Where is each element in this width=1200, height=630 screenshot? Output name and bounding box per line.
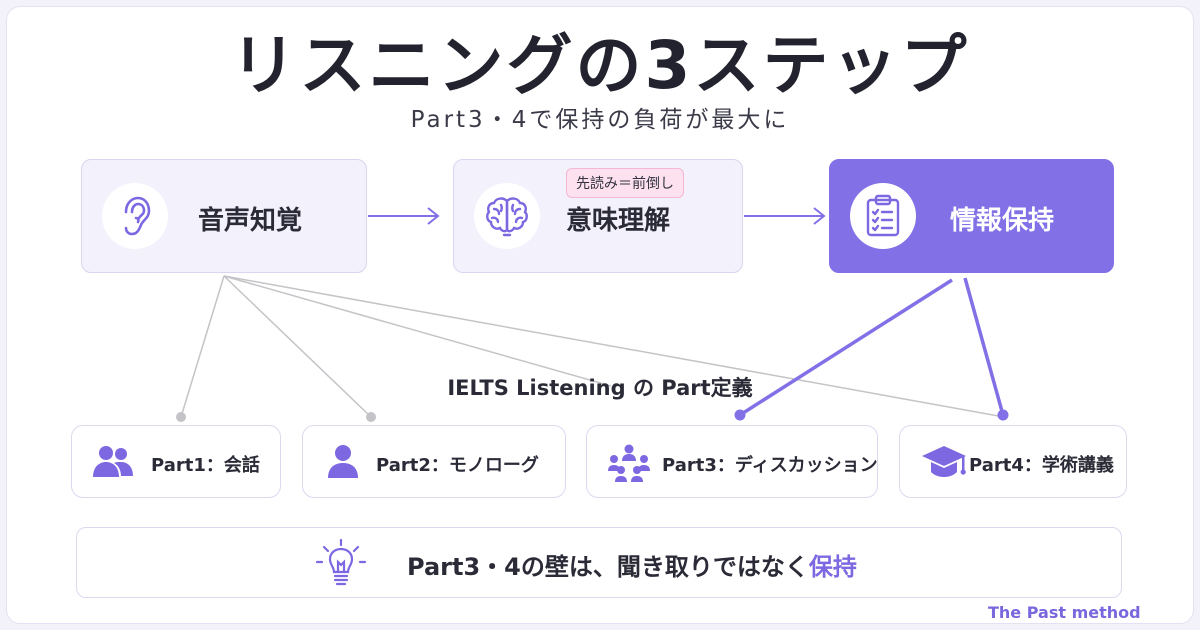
graduation-cap-icon: [922, 446, 966, 477]
part-label: Part2：モノローグ: [376, 455, 539, 476]
ear-icon: [124, 196, 151, 236]
step-icon-wrap: [102, 183, 168, 249]
connector-retention-part4: [963, 277, 1005, 416]
page-subtitle: Part3・4で保持の負荷が最大に: [410, 107, 790, 133]
step-comprehension: 先読み＝前倒し 意味理解: [453, 159, 743, 273]
step-perception: 音声知覚: [81, 159, 367, 273]
part-label: Part4：学術講義: [969, 455, 1114, 476]
connector-part3: [223, 275, 612, 387]
clipboard-icon: [866, 194, 900, 237]
lightbulb-icon: [315, 538, 367, 586]
arrowhead-step1-step2: [427, 207, 440, 225]
person-icon: [328, 445, 358, 478]
connector-dot-part1: [176, 412, 186, 422]
step-retention: 情報保持: [829, 159, 1114, 273]
part-card-3: Part3：ディスカッション: [586, 425, 878, 498]
canvas: [6, 6, 1194, 624]
purple-connectors: [739, 277, 1005, 417]
step-icon-wrap: [850, 183, 916, 249]
step-label: 意味理解: [566, 206, 671, 236]
conclusion-highlight: 保持: [808, 553, 857, 581]
brand-footer: The Past method: [988, 603, 1141, 622]
connector-part1: [180, 275, 225, 418]
part-card-1: Part1：会話: [71, 425, 281, 498]
part-card-2: Part2：モノローグ: [302, 425, 566, 498]
connector-dot-part3: [734, 409, 746, 421]
connector-dot-part4: [997, 409, 1009, 421]
arrowhead-step2-step3: [813, 207, 826, 225]
part-card-4: Part4：学術講義: [899, 425, 1127, 498]
part-definition-label: IELTS Listening の Part定義: [447, 376, 753, 400]
step-label: 音声知覚: [198, 206, 303, 236]
two-people-icon: [93, 446, 133, 477]
step-arrows: [368, 207, 826, 225]
brain-icon: [486, 197, 528, 237]
gray-connectors: [180, 275, 1005, 418]
connector-part4: [223, 275, 1005, 418]
connector-retention-part3: [739, 278, 953, 417]
step-label: 情報保持: [950, 206, 1055, 236]
step-icon-wrap: [474, 183, 540, 249]
group-discussion-icon: [608, 444, 650, 482]
conclusion-text: Part3・4の壁は、聞き取りではなく保持: [407, 547, 857, 582]
connector-part2: [223, 275, 372, 418]
conclusion-banner: Part3・4の壁は、聞き取りではなく保持: [76, 527, 1122, 598]
part-label: Part3：ディスカッション: [662, 455, 878, 476]
preview-badge: 先読み＝前倒し: [566, 168, 684, 198]
conclusion-text-prefix: Part3・4の壁は、聞き取りではなく: [407, 553, 809, 581]
connector-dot-part2: [366, 412, 376, 422]
page-title: リスニングの3ステップ: [230, 27, 970, 104]
part-label: Part1：会話: [151, 455, 260, 476]
